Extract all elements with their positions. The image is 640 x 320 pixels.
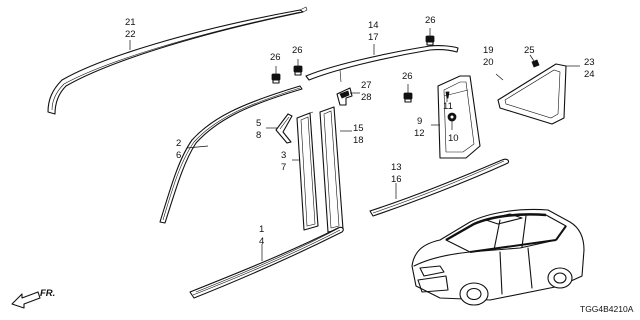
callout-26-top: 26 — [425, 15, 436, 26]
callout-1: 1 — [259, 224, 264, 235]
small-garnish — [275, 113, 293, 144]
callout-16: 16 — [391, 174, 402, 185]
callout-11: 11 — [443, 101, 453, 112]
callout-13: 13 — [391, 162, 402, 173]
roof-side-molding — [159, 85, 303, 224]
callout-17: 17 — [368, 32, 379, 43]
callout-26-right: 26 — [402, 71, 413, 82]
callout-28: 28 — [361, 92, 372, 103]
callout-26-mid: 26 — [292, 45, 303, 56]
grommet-10 — [447, 112, 457, 130]
callout-24: 24 — [584, 69, 595, 80]
callout-5: 5 — [256, 118, 261, 129]
screw-11 — [445, 91, 450, 102]
callout-18: 18 — [353, 135, 364, 146]
leader-19 — [495, 73, 504, 81]
leader-25 — [529, 54, 535, 62]
callout-26-left: 26 — [270, 52, 281, 63]
callout-19: 19 — [483, 45, 494, 56]
quarter-garnish — [437, 75, 481, 159]
leader-2 — [186, 145, 209, 149]
rear-belt-molding — [369, 158, 510, 217]
clip-26-right — [403, 84, 413, 103]
front-indicator-label: FR. — [40, 288, 55, 299]
callout-9: 9 — [417, 116, 422, 127]
callout-8: 8 — [256, 130, 261, 141]
callout-14: 14 — [368, 20, 379, 31]
callout-21: 21 — [125, 17, 136, 28]
car-illustration — [411, 209, 585, 306]
catalog-code: TGG4B4210A — [580, 304, 634, 314]
roof-molding — [47, 6, 308, 115]
bracket-27 — [336, 87, 353, 106]
callout-12: 12 — [414, 128, 425, 139]
callout-15: 15 — [353, 123, 364, 134]
callout-27: 27 — [361, 80, 372, 91]
callout-7: 7 — [281, 162, 286, 173]
quarter-window-molding — [497, 59, 567, 125]
callout-22: 22 — [125, 29, 136, 40]
callout-25: 25 — [524, 45, 535, 56]
callout-3: 3 — [281, 150, 286, 161]
callout-20: 20 — [483, 57, 494, 68]
clip-26-mid — [293, 59, 303, 76]
callout-2: 2 — [176, 138, 181, 149]
callout-6: 6 — [176, 150, 181, 161]
b-pillar-garnish — [296, 111, 319, 231]
front-direction-arrow — [11, 291, 41, 309]
callout-10: 10 — [448, 133, 459, 144]
door-sash-molding — [305, 45, 459, 83]
c-pillar-garnish — [319, 106, 344, 233]
clip-26-left — [271, 66, 281, 84]
clip-26-top — [425, 28, 435, 46]
front-belt-molding — [189, 226, 344, 299]
callout-4: 4 — [259, 236, 264, 247]
callout-23: 23 — [584, 57, 595, 68]
